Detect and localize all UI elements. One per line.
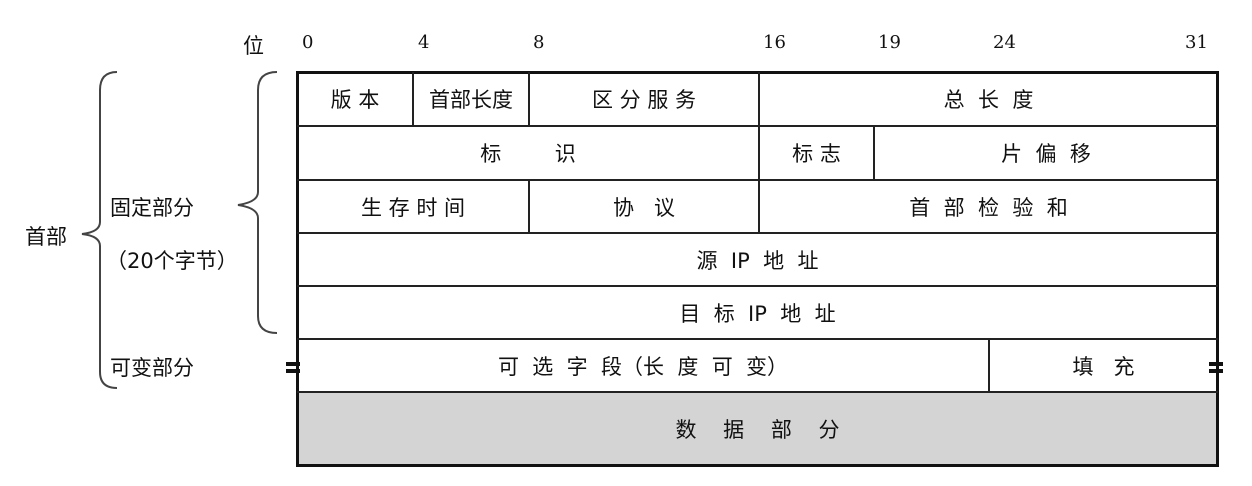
row-divider [297, 285, 1218, 287]
field-header-checksum: 首 部 检 验 和 [909, 195, 1068, 220]
bit-tick-24: 24 [993, 32, 1016, 53]
data-part-fill [297, 392, 1218, 466]
break-mark-icon [1209, 369, 1223, 373]
col-divider [528, 179, 530, 233]
table-frame [296, 71, 1219, 467]
brace-icons [81, 71, 278, 389]
col-divider [988, 339, 990, 392]
bit-tick-4: 4 [418, 32, 430, 53]
field-ttl: 生 存 时 间 [360, 195, 466, 220]
field-data: 数 据 部 分 [675, 418, 840, 442]
bit-tick-8: 8 [533, 32, 545, 53]
fixed-part-label: 固定部分 [110, 196, 194, 220]
field-protocol: 协 议 [612, 195, 676, 220]
field-source-ip: 源 IP 地 址 [696, 248, 819, 273]
field-differentiated-services: 区 分 服 务 [591, 88, 697, 112]
field-flags: 标 志 [792, 142, 841, 166]
row-divider [297, 232, 1218, 234]
field-identification: 标 识 [480, 142, 576, 166]
field-destination-ip: 目 标 IP 地 址 [679, 301, 836, 326]
break-mark-icon [1209, 362, 1223, 366]
break-mark-icon [286, 369, 300, 373]
row-divider [297, 125, 1218, 127]
row-divider [297, 179, 1218, 181]
header-brace-icon [81, 71, 118, 389]
header-label: 首部 [25, 225, 67, 249]
break-mark-icon [286, 362, 300, 366]
bit-tick-16: 16 [763, 32, 786, 53]
fixed-part-brace-icon [237, 71, 278, 334]
field-total-length: 总 长 度 [943, 88, 1034, 112]
col-divider [412, 72, 414, 126]
row-divider [297, 391, 1218, 393]
field-version: 版 本 [330, 88, 380, 112]
fixed-size-label: （20个字节） [106, 249, 238, 273]
field-header-length: 首部长度 [429, 88, 513, 112]
field-fragment-offset: 片 偏 移 [1001, 142, 1091, 166]
bit-axis-label: 位 [243, 34, 264, 58]
col-divider [873, 126, 875, 180]
bit-tick-19: 19 [878, 32, 901, 53]
col-divider [528, 72, 530, 126]
col-divider [758, 72, 760, 233]
row-divider [297, 338, 1218, 340]
bit-tick-31: 31 [1185, 32, 1208, 53]
bit-tick-0: 0 [302, 32, 314, 53]
variable-part-label: 可变部分 [110, 356, 194, 380]
field-options: 可 选 字 段（长 度 可 变） [497, 354, 789, 379]
field-padding: 填 充 [1072, 354, 1135, 379]
